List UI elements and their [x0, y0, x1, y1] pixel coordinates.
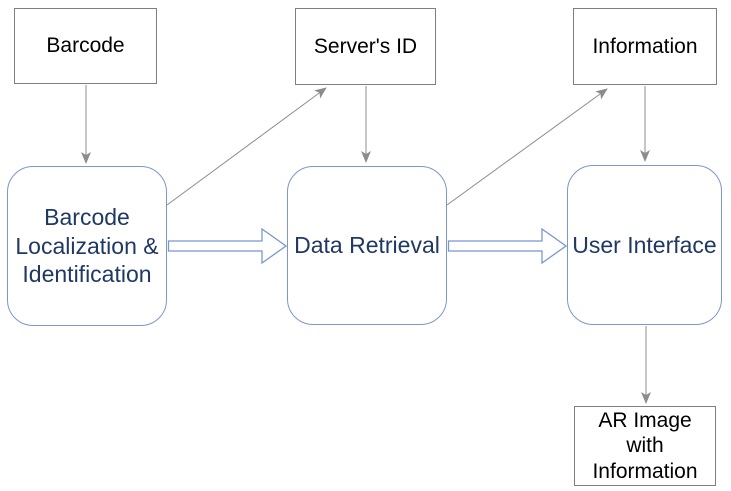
node-data-retrieval: Data Retrieval [287, 166, 447, 325]
node-data-retrieval-label: Data Retrieval [294, 232, 440, 259]
node-user-interface-label: User Interface [572, 231, 717, 258]
node-user-interface: User Interface [567, 165, 722, 325]
node-servers-id: Server's ID [295, 8, 436, 85]
node-barcode: Barcode [14, 8, 157, 84]
block-arrow-localization-to-dataretrieval-icon [167, 227, 288, 265]
node-information-label: Information [592, 34, 698, 58]
block-arrow-dataretrieval-to-userinterface-icon [447, 227, 568, 265]
arrow-dataretrieval-to-information-icon [446, 88, 608, 206]
node-barcode-localization-identification: Barcode Localization & Identification [7, 166, 167, 326]
arrow-localization-to-serversid-icon [166, 87, 327, 206]
node-barcode-label: Barcode [46, 34, 125, 58]
node-ar-image-label: AR Image with Information [592, 408, 698, 483]
node-servers-id-label: Server's ID [313, 34, 418, 58]
node-information: Information [573, 8, 717, 85]
node-ar-image-with-information: AR Image with Information [574, 406, 716, 486]
node-localization-label: Barcode Localization & Identification [15, 203, 159, 288]
